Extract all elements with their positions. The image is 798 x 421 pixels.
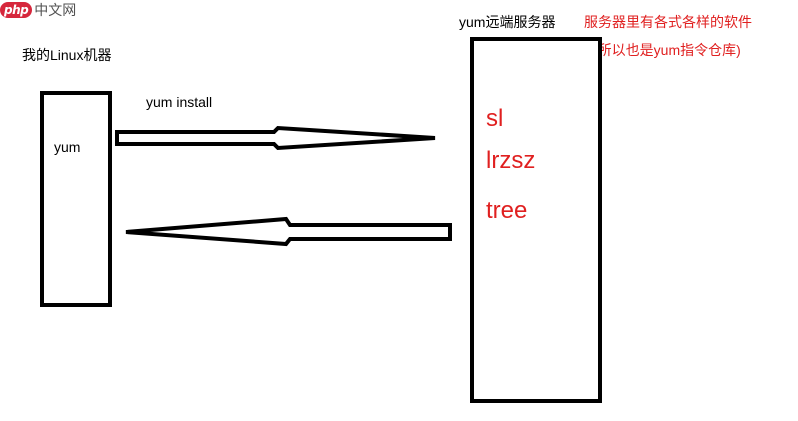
server-note-line1: 服务器里有各式各样的软件 xyxy=(584,14,752,30)
package-item: sl xyxy=(486,105,504,132)
remote-server-title: yum远端服务器 xyxy=(459,14,556,30)
local-machine-box: yum xyxy=(40,91,112,307)
php-logo: php xyxy=(0,2,33,18)
package-item: lrzsz xyxy=(486,147,536,174)
php-watermark: php 中文网 xyxy=(0,0,76,20)
server-note-line2: (所以也是yum指令仓库) xyxy=(593,42,741,58)
yum-tool-label: yum xyxy=(54,139,81,155)
package-item: tree xyxy=(486,197,528,224)
response-arrow xyxy=(125,216,452,247)
yum-install-label: yum install xyxy=(146,94,213,110)
local-machine-title: 我的Linux机器 xyxy=(22,47,112,63)
request-arrow xyxy=(115,125,436,151)
remote-server-box: sl lrzsz tree xyxy=(470,37,602,403)
watermark-text: 中文网 xyxy=(34,3,77,19)
